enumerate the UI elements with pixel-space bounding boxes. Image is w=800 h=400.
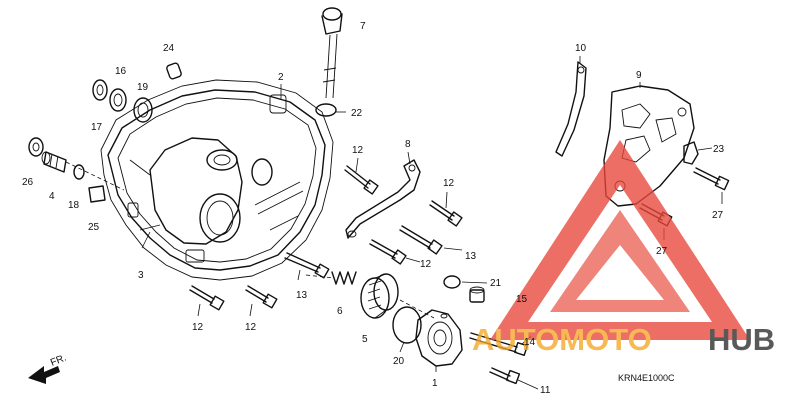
watermark-text-right: HUB <box>708 322 775 357</box>
o-ring-22 <box>315 103 337 117</box>
spring-6 <box>331 271 357 285</box>
callout-12-b: 12 <box>443 178 455 189</box>
callout-12-d: 12 <box>192 322 204 333</box>
part-callouts: 1 2 3 4 5 6 7 8 9 10 11 12 12 12 12 12 1… <box>22 21 725 396</box>
bolt-group-lower <box>189 252 330 311</box>
oil-filler-cap <box>321 7 343 99</box>
front-arrow-icon <box>28 366 60 384</box>
callout-15: 15 <box>516 294 528 305</box>
callout-13-a: 13 <box>296 290 308 301</box>
callout-12-a: 12 <box>352 145 364 156</box>
pin-24 <box>166 62 182 80</box>
front-marker-label: FR. <box>49 353 68 369</box>
crankcase-cover <box>107 89 326 271</box>
leader-lines <box>65 56 723 390</box>
callout-22: 22 <box>351 108 363 119</box>
callout-24: 24 <box>163 43 175 54</box>
bolt-group-right <box>344 165 463 265</box>
cover-gasket <box>100 79 334 281</box>
callout-19: 19 <box>137 82 149 93</box>
callout-14: 14 <box>524 337 536 348</box>
oil-seal-16 <box>109 88 127 112</box>
callout-6: 6 <box>337 306 343 317</box>
callout-20: 20 <box>393 356 405 367</box>
callout-23: 23 <box>713 144 725 155</box>
callout-12-e: 12 <box>245 322 257 333</box>
watermark-text-left: AUTOMOTO <box>472 322 652 357</box>
filter-cover-1 <box>415 309 463 367</box>
drawing-code: KRN4E1000C <box>618 373 675 383</box>
collar-25 <box>88 185 106 203</box>
clip-23 <box>683 141 699 165</box>
shaft-4 <box>41 151 67 173</box>
callout-9: 9 <box>636 70 642 81</box>
callout-13-b: 13 <box>465 251 477 262</box>
callout-11: 11 <box>540 385 551 396</box>
callout-1: 1 <box>432 378 438 389</box>
front-direction-marker: FR. <box>28 353 68 384</box>
callout-12-c: 12 <box>420 259 432 270</box>
bolt-27-upper <box>693 167 730 191</box>
callout-26: 26 <box>22 177 34 188</box>
callout-16: 16 <box>115 66 127 77</box>
callout-21: 21 <box>490 278 502 289</box>
callout-3: 3 <box>138 270 144 281</box>
o-ring-18 <box>73 164 85 180</box>
seal-19 <box>133 97 153 123</box>
washer-17 <box>92 79 108 101</box>
o-ring-20 <box>392 306 422 344</box>
automotohub-watermark: AUTOMOTO HUB <box>472 140 775 357</box>
callout-10: 10 <box>575 43 587 54</box>
bolt-11 <box>489 367 521 385</box>
callout-25: 25 <box>88 222 100 233</box>
cap-26 <box>28 137 44 157</box>
callout-27-a: 27 <box>712 210 724 221</box>
watermark-triangle <box>490 140 750 340</box>
callout-18: 18 <box>68 200 80 211</box>
oil-filter-5 <box>360 273 399 319</box>
callout-2: 2 <box>278 72 284 83</box>
callout-7: 7 <box>360 21 366 32</box>
plug-15 <box>469 286 485 303</box>
bracket-8 <box>345 159 421 239</box>
callout-4: 4 <box>49 191 55 202</box>
callout-17: 17 <box>91 122 103 133</box>
callout-5: 5 <box>362 334 368 345</box>
chain-guide-10 <box>555 61 587 157</box>
washer-21 <box>443 275 461 289</box>
callout-8: 8 <box>405 139 411 150</box>
callout-27-b: 27 <box>656 246 668 257</box>
